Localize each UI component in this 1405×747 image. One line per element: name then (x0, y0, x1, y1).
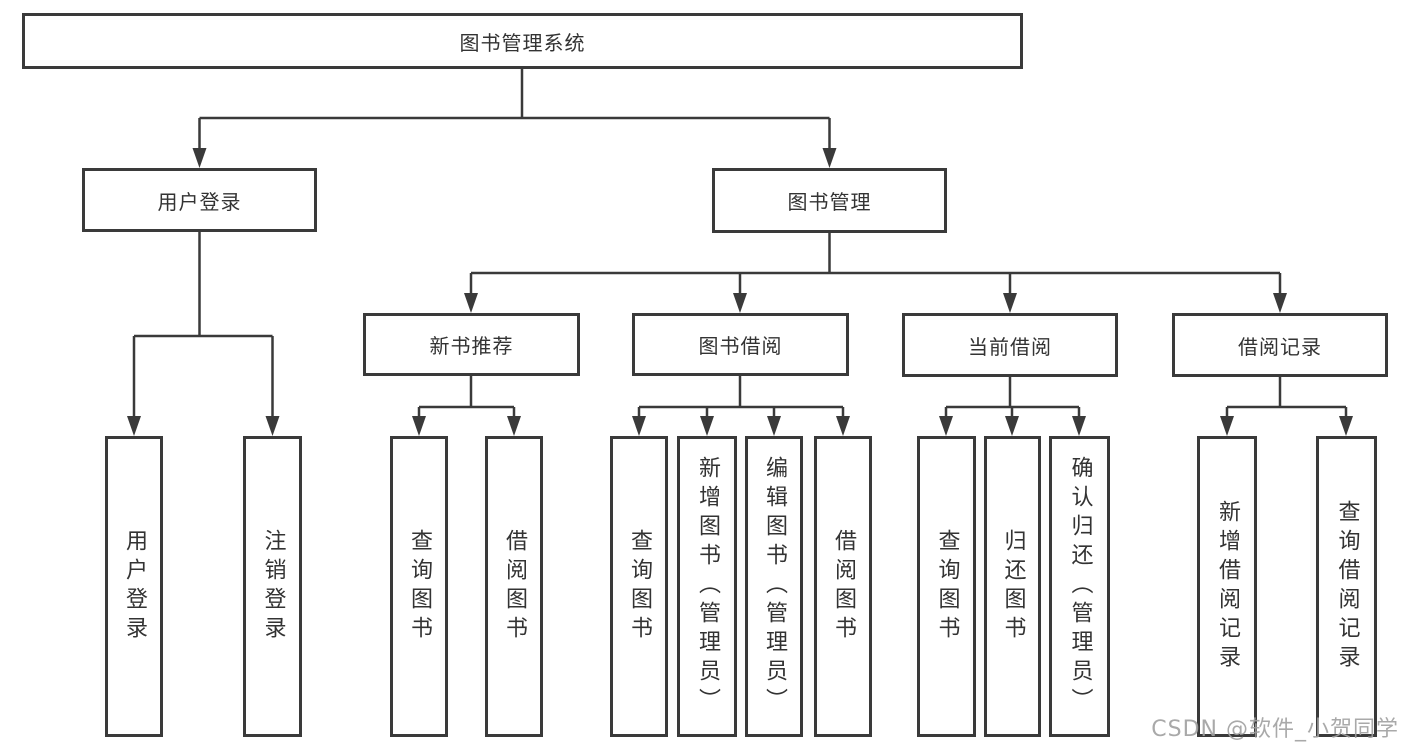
leaf-label: 用户登录 (122, 528, 147, 645)
leaf-label: 确认归还（管理员） (1067, 456, 1093, 717)
arrowheads (127, 148, 1353, 436)
node-label: 图书管理 (787, 190, 872, 214)
leaf-label: 编辑图书（管理员） (762, 456, 787, 717)
node-label: 当前借阅 (968, 334, 1052, 359)
node-label: 图书管理系统 (459, 30, 586, 55)
node-current-borrow: 当前借阅 (902, 313, 1118, 377)
leaf-borrow-book-recommend: 借阅图书 (485, 436, 543, 737)
leaf-label: 注销登录 (260, 528, 286, 645)
leaf-query-book-current: 查询图书 (917, 436, 976, 737)
leaf-edit-book-admin: 编辑图书（管理员） (745, 436, 803, 737)
node-new-book-recommend: 新书推荐 (363, 313, 580, 376)
leaf-confirm-return-admin: 确认归还（管理员） (1049, 436, 1110, 737)
node-label: 新书推荐 (429, 334, 514, 358)
leaf-label: 查询借阅记录 (1334, 499, 1360, 674)
node-library-management-system: 图书管理系统 (22, 13, 1023, 69)
leaf-label: 借阅图书 (502, 528, 527, 645)
node-book-management-branch: 图书管理 (712, 168, 947, 233)
node-label: 图书借阅 (698, 334, 783, 358)
leaf-label: 新增图书（管理员） (695, 456, 720, 717)
leaf-return-book: 归还图书 (984, 436, 1041, 737)
leaf-borrow-book: 借阅图书 (814, 436, 872, 737)
leaf-label: 借阅图书 (831, 528, 856, 645)
leaf-label: 查询图书 (934, 528, 960, 645)
leaf-query-book-borrow: 查询图书 (610, 436, 668, 737)
leaf-query-borrow-record: 查询借阅记录 (1316, 436, 1377, 737)
leaf-label: 查询图书 (407, 528, 432, 645)
leaf-add-borrow-record: 新增借阅记录 (1197, 436, 1257, 737)
leaf-add-book-admin: 新增图书（管理员） (677, 436, 737, 737)
leaf-label: 新增借阅记录 (1215, 499, 1240, 674)
node-label: 借阅记录 (1238, 334, 1322, 359)
leaf-user-login: 用户登录 (105, 436, 163, 737)
node-label: 用户登录 (157, 189, 242, 214)
leaf-label: 归还图书 (1000, 528, 1026, 645)
leaf-query-book-recommend: 查询图书 (390, 436, 448, 737)
node-user-login-branch: 用户登录 (82, 168, 317, 232)
node-book-borrow: 图书借阅 (632, 313, 849, 376)
leaf-logout: 注销登录 (243, 436, 302, 737)
leaf-label: 查询图书 (627, 528, 652, 645)
node-borrow-records: 借阅记录 (1172, 313, 1388, 377)
